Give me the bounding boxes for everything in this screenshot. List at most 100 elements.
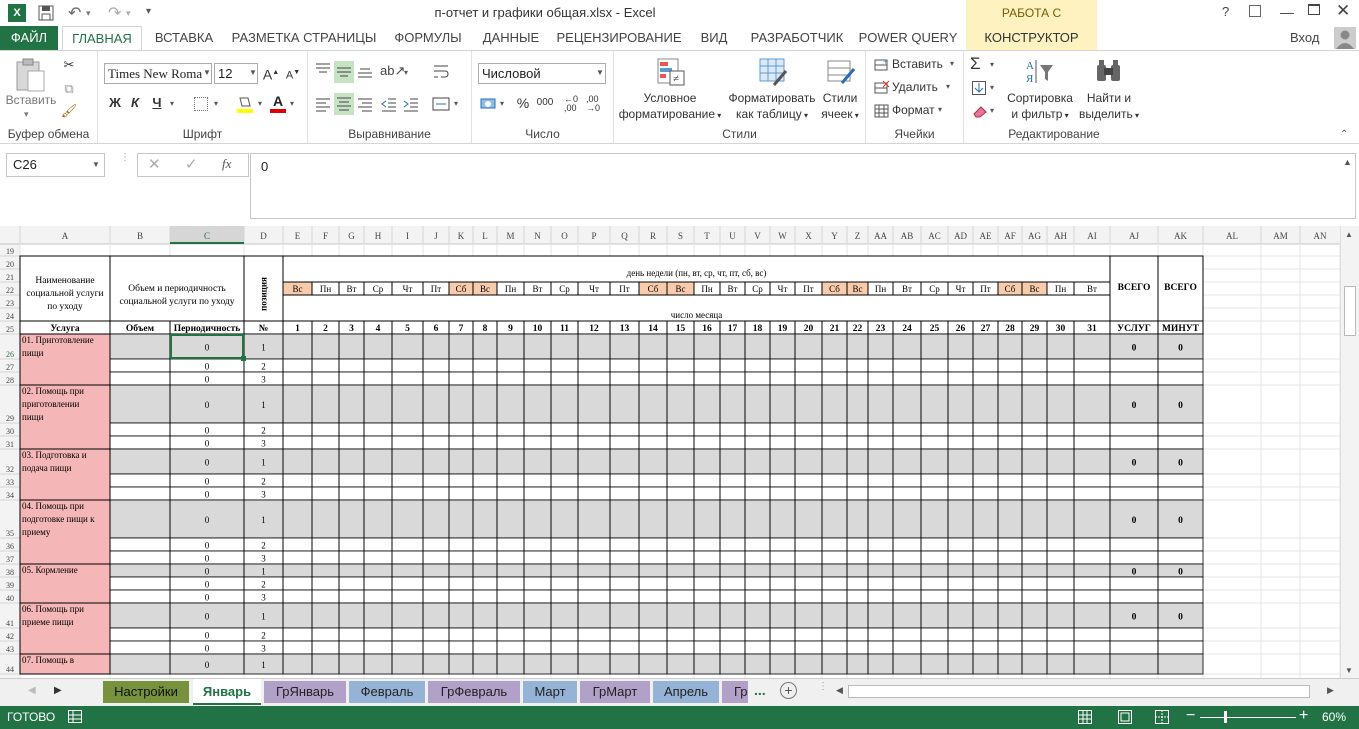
sort-filter-line1[interactable]: Сортировка [1007, 91, 1073, 105]
header-day-title-cell[interactable] [282, 294, 1111, 322]
header-service-cell[interactable] [19, 255, 111, 322]
tab-insert[interactable]: ВСТАВКА [154, 30, 214, 45]
service-pink-cell[interactable] [20, 500, 110, 538]
tabs-splitter-icon[interactable]: ⋮ [818, 681, 828, 692]
tab-scroll-left-icon[interactable]: ◀ [28, 685, 36, 696]
zoom-level[interactable]: 60% [1322, 710, 1347, 724]
ribbon-display-icon[interactable] [1249, 5, 1261, 17]
font-name-select[interactable]: Times New Roma [104, 63, 212, 84]
zoom-slider-track[interactable] [1200, 717, 1296, 718]
conditional-formatting-line1[interactable]: Условное [643, 91, 697, 105]
format-dropdown-icon[interactable]: ▾ [938, 105, 943, 114]
delete-cells-button[interactable]: Удалить [892, 80, 938, 94]
service-pink-cell[interactable] [20, 590, 110, 603]
tab-page-layout[interactable]: РАЗМЕТКА СТРАНИЦЫ [231, 30, 377, 45]
macro-record-icon[interactable] [68, 710, 82, 723]
clear-icon[interactable] [972, 104, 988, 118]
align-top-icon[interactable] [314, 61, 332, 79]
normal-view-icon[interactable] [1078, 710, 1092, 724]
cell-styles-icon[interactable] [826, 57, 856, 87]
page-layout-view-icon[interactable] [1118, 710, 1132, 724]
restore-icon[interactable] [1308, 4, 1320, 15]
sheet-tab-february[interactable]: Февраль [349, 681, 425, 703]
avatar[interactable] [1334, 27, 1356, 49]
autosum-dropdown-icon[interactable]: ▾ [990, 60, 995, 69]
service-pink-cell[interactable] [20, 423, 110, 436]
borders-icon[interactable] [194, 97, 208, 111]
header-total1-cell[interactable] [1109, 255, 1159, 322]
new-sheet-icon[interactable]: + [780, 682, 797, 699]
zoom-slider-thumb[interactable] [1224, 711, 1227, 723]
sheet-tab-gr-april[interactable]: Гр [722, 681, 748, 703]
find-select-line1[interactable]: Найти и [1086, 91, 1132, 105]
number-format-select[interactable]: Числовой [478, 63, 606, 84]
format-cells-icon[interactable] [874, 103, 890, 119]
help-icon[interactable]: ? [1222, 4, 1230, 19]
autosum-icon[interactable]: Σ [970, 54, 981, 73]
undo-dropdown-icon[interactable]: ▾ [86, 8, 91, 18]
service-pink-cell[interactable] [20, 538, 110, 551]
header-volume-cell[interactable] [109, 255, 245, 322]
fill-dropdown-icon[interactable]: ▾ [258, 99, 263, 108]
tab-scroll-right-icon[interactable]: ▶ [54, 685, 62, 696]
orientation-icon[interactable]: ab↗ [380, 63, 406, 78]
fill-icon[interactable] [972, 81, 986, 95]
service-pink-cell[interactable] [20, 359, 110, 372]
font-color-icon[interactable]: A [270, 93, 286, 115]
tab-view[interactable]: ВИД [700, 30, 728, 45]
sheet-tab-gr-february[interactable]: ГрФевраль [428, 681, 520, 703]
align-middle-icon[interactable] [334, 61, 354, 83]
align-left-icon[interactable] [314, 95, 332, 113]
currency-dropdown-icon[interactable]: ▾ [500, 99, 505, 108]
cell-styles-line1[interactable]: Стили [822, 91, 858, 105]
cut-icon[interactable]: ✂ [63, 57, 75, 72]
fill-color-icon[interactable] [236, 94, 254, 114]
service-pink-cell[interactable] [20, 487, 110, 500]
insert-dropdown-icon[interactable]: ▾ [950, 59, 955, 68]
cancel-formula-icon[interactable]: ✕ [148, 156, 161, 173]
tab-home[interactable]: ГЛАВНАЯ [62, 26, 142, 51]
paste-button[interactable]: Вставить [5, 93, 57, 107]
service-pink-cell[interactable] [20, 641, 110, 654]
scroll-up-icon[interactable]: ▲ [1345, 230, 1353, 239]
merge-dropdown-icon[interactable]: ▾ [454, 99, 459, 108]
scroll-down-icon[interactable]: ▼ [1345, 666, 1353, 675]
service-pink-cell[interactable] [20, 603, 110, 628]
undo-icon[interactable]: ↶ [68, 5, 82, 22]
name-box[interactable]: C26 [6, 153, 105, 177]
minimize-icon[interactable]: — [1280, 4, 1294, 20]
currency-icon[interactable] [480, 96, 498, 112]
collapse-ribbon-icon[interactable]: ⌃ [1340, 129, 1349, 140]
more-tabs-icon[interactable]: ... [754, 682, 766, 698]
italic-button[interactable]: К [131, 95, 139, 110]
find-select-line2[interactable]: выделить ▾ [1079, 107, 1139, 121]
increase-indent-icon[interactable] [402, 95, 420, 113]
zoom-in-icon[interactable]: + [1299, 707, 1309, 724]
grow-font-icon[interactable]: A▲ [262, 66, 280, 83]
header-total2-cell[interactable] [1157, 255, 1204, 322]
conditional-formatting-icon[interactable]: ≠ [656, 57, 686, 87]
selected-cell-C26[interactable] [170, 334, 244, 359]
font-name-dropdown-icon[interactable]: ▼ [203, 68, 211, 77]
format-as-table-icon[interactable] [758, 57, 788, 87]
sheet-tab-april[interactable]: Апрель [653, 681, 719, 703]
service-pink-cell[interactable] [20, 474, 110, 487]
service-pink-cell[interactable] [20, 551, 110, 564]
sheet-tab-gr-january[interactable]: ГрЯнварь [264, 681, 346, 703]
delete-cells-icon[interactable] [874, 80, 890, 96]
format-as-table-line1[interactable]: Форматировать [728, 91, 816, 105]
decrease-indent-icon[interactable] [380, 95, 398, 113]
shrink-font-icon[interactable]: A▼ [285, 69, 301, 82]
font-size-dropdown-icon[interactable]: ▼ [249, 68, 257, 77]
tab-formulas[interactable]: ФОРМУЛЫ [394, 30, 462, 45]
customize-qat-icon[interactable]: ▾ [146, 6, 152, 17]
cell-styles-line2[interactable]: ячеек ▾ [821, 107, 859, 121]
fill-dropdown-icon2[interactable]: ▾ [990, 83, 995, 92]
hscroll-thumb[interactable] [848, 685, 1310, 698]
decrease-decimal-icon[interactable]: ,00→0 [586, 94, 601, 113]
formula-input[interactable]: 0 [250, 153, 1356, 219]
wrap-text-icon[interactable] [432, 63, 450, 81]
sheet-tab-march[interactable]: Март [523, 681, 577, 703]
format-cells-button[interactable]: Формат [892, 103, 935, 117]
service-pink-cell[interactable] [20, 436, 110, 449]
